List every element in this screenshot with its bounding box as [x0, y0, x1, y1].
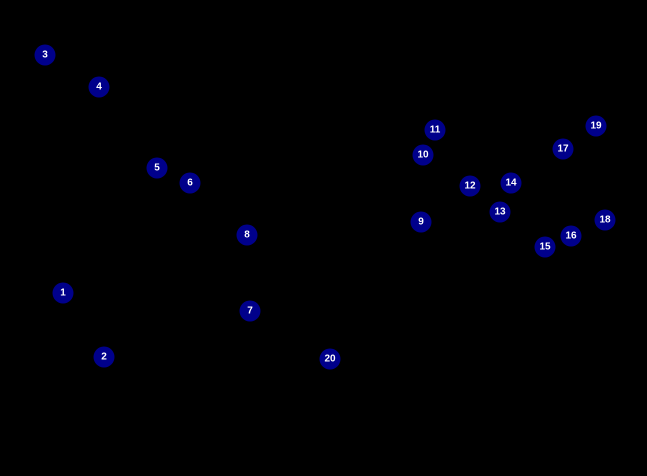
- mark-4[interactable]: 4: [88, 76, 110, 98]
- mark-12[interactable]: 12: [459, 175, 481, 197]
- mark-17[interactable]: 17: [552, 138, 574, 160]
- mark-15[interactable]: 15: [534, 236, 556, 258]
- mark-9[interactable]: 9: [410, 211, 432, 233]
- mark-11[interactable]: 11: [424, 119, 446, 141]
- mark-2[interactable]: 2: [93, 346, 115, 368]
- mark-10[interactable]: 10: [412, 144, 434, 166]
- mark-8[interactable]: 8: [236, 224, 258, 246]
- mark-16[interactable]: 16: [560, 225, 582, 247]
- mark-6[interactable]: 6: [179, 172, 201, 194]
- mark-14[interactable]: 14: [500, 172, 522, 194]
- mark-13[interactable]: 13: [489, 201, 511, 223]
- mark-7[interactable]: 7: [239, 300, 261, 322]
- mark-5[interactable]: 5: [146, 157, 168, 179]
- mark-18[interactable]: 18: [594, 209, 616, 231]
- mark-20[interactable]: 20: [319, 348, 341, 370]
- mark-1[interactable]: 1: [52, 282, 74, 304]
- mark-3[interactable]: 3: [34, 44, 56, 66]
- mark-19[interactable]: 19: [585, 115, 607, 137]
